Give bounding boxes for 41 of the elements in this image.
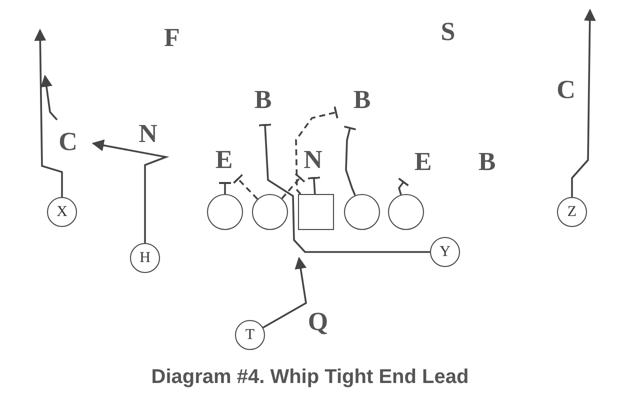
route-arrow	[92, 139, 170, 243]
defender-label: E	[414, 149, 432, 175]
block-line	[218, 182, 232, 194]
defender-label: B	[478, 149, 496, 175]
caption: Diagram #4. Whip Tight End Lead	[150, 366, 470, 389]
center-square	[298, 194, 334, 230]
defender-label: C	[58, 129, 78, 155]
route-arrow	[34, 28, 63, 197]
block-line	[258, 124, 430, 253]
player-circle	[47, 197, 77, 227]
lineman-circle	[344, 194, 380, 230]
player-circle	[130, 243, 160, 273]
player-letter: Y	[440, 244, 450, 260]
defender-label: C	[556, 77, 576, 103]
block-line	[398, 177, 410, 195]
block-line	[232, 174, 258, 200]
player-circle	[557, 197, 587, 227]
defender-label: N	[138, 121, 158, 147]
defender-label: S	[440, 19, 456, 45]
defender-label: Q	[308, 309, 328, 335]
block-line	[281, 172, 306, 200]
defender-label: B	[353, 87, 371, 113]
player-letter: X	[56, 204, 68, 220]
block-line	[295, 106, 338, 195]
player-circle	[235, 320, 265, 350]
route-arrow	[40, 74, 58, 120]
route-arrow	[262, 256, 307, 328]
player-letter: H	[140, 250, 150, 266]
defender-label: E	[215, 147, 233, 173]
lineman-circle	[207, 194, 243, 230]
player-letter: Z	[567, 204, 577, 220]
defender-label: N	[304, 147, 322, 173]
defender-label: F	[164, 25, 180, 51]
lineman-circle	[252, 194, 288, 230]
defender-label: B	[254, 87, 272, 113]
route-arrow	[571, 8, 596, 197]
block-line	[306, 176, 321, 194]
player-letter: T	[245, 326, 255, 344]
player-circle	[430, 237, 460, 267]
lineman-circle	[388, 194, 424, 230]
block-line	[343, 126, 357, 196]
